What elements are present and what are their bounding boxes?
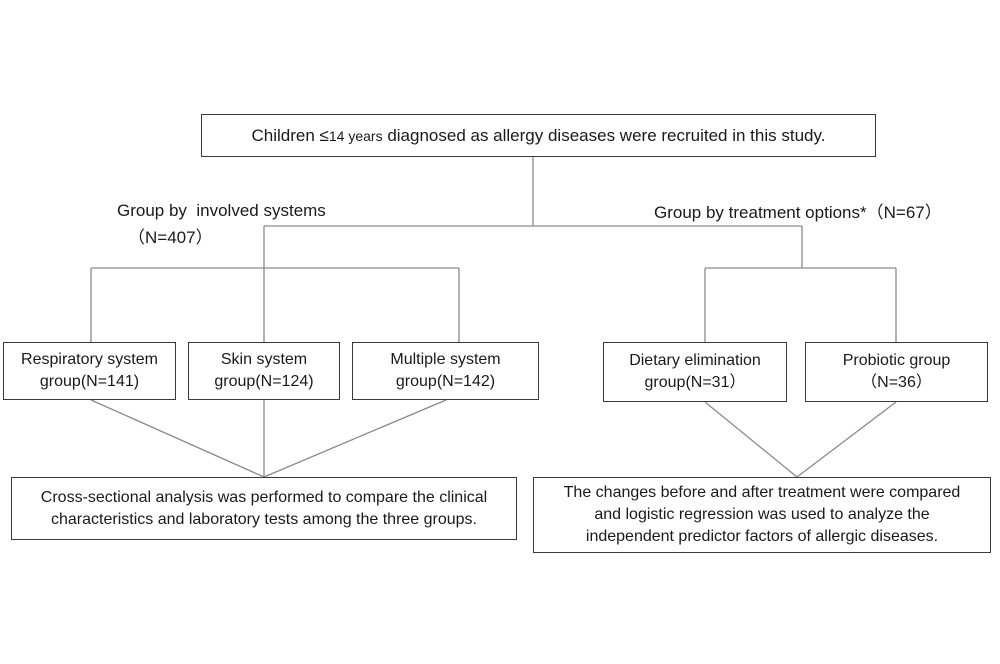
- cross-line2: characteristics and laboratory tests amo…: [51, 510, 477, 528]
- skin-line1: Skin system: [220, 351, 308, 368]
- connector-prob-converge: [796, 401, 897, 478]
- multiple-group-box: Multiple system group(N=142): [352, 342, 539, 400]
- change-line3: independent predictor factors of allergi…: [585, 528, 939, 545]
- multiple-line2: group(N=142): [395, 373, 496, 390]
- change-line2: and logistic regression was used to anal…: [594, 506, 930, 523]
- connector-resp-converge: [90, 399, 265, 478]
- treatment-branch-label: Group by treatment options*（N=67）: [654, 203, 942, 222]
- respiratory-group-box: Respiratory system group(N=141): [3, 342, 176, 400]
- systems-branch-count: （N=407）: [128, 228, 213, 247]
- recruitment-suffix: diagnosed as allergy diseases were recru…: [382, 125, 826, 145]
- probiotic-group-box: Probiotic group （N=36）: [805, 342, 988, 402]
- systems-branch-label: Group by involved systems: [117, 201, 326, 220]
- probiotic-line1: Probiotic group: [842, 352, 951, 369]
- dietary-line1: Dietary elimination: [629, 352, 761, 369]
- change-line1: The changes before and after treatment w…: [563, 484, 961, 501]
- probiotic-line2: （N=36）: [861, 374, 932, 391]
- connector-diet-converge: [704, 401, 798, 478]
- skin-group-box: Skin system group(N=124): [188, 342, 340, 400]
- connector-mult-converge: [263, 399, 447, 478]
- respiratory-line1: Respiratory system: [21, 351, 158, 368]
- multiple-line1: Multiple system: [390, 351, 501, 368]
- dietary-line2: group(N=31）: [644, 374, 746, 391]
- recruitment-box: Children ≤14 years diagnosed as allergy …: [201, 114, 876, 157]
- skin-line2: group(N=124): [214, 373, 314, 390]
- respiratory-line2: group(N=141): [39, 373, 140, 390]
- cross-sectional-box: Cross-sectional analysis was performed t…: [11, 477, 517, 540]
- cross-line1: Cross-sectional analysis was performed t…: [40, 488, 488, 506]
- treatment-changes-box: The changes before and after treatment w…: [533, 477, 991, 553]
- recruitment-prefix: Children ≤: [251, 125, 329, 145]
- dietary-group-box: Dietary elimination group(N=31）: [603, 342, 787, 402]
- recruitment-age: 14 years: [328, 127, 383, 144]
